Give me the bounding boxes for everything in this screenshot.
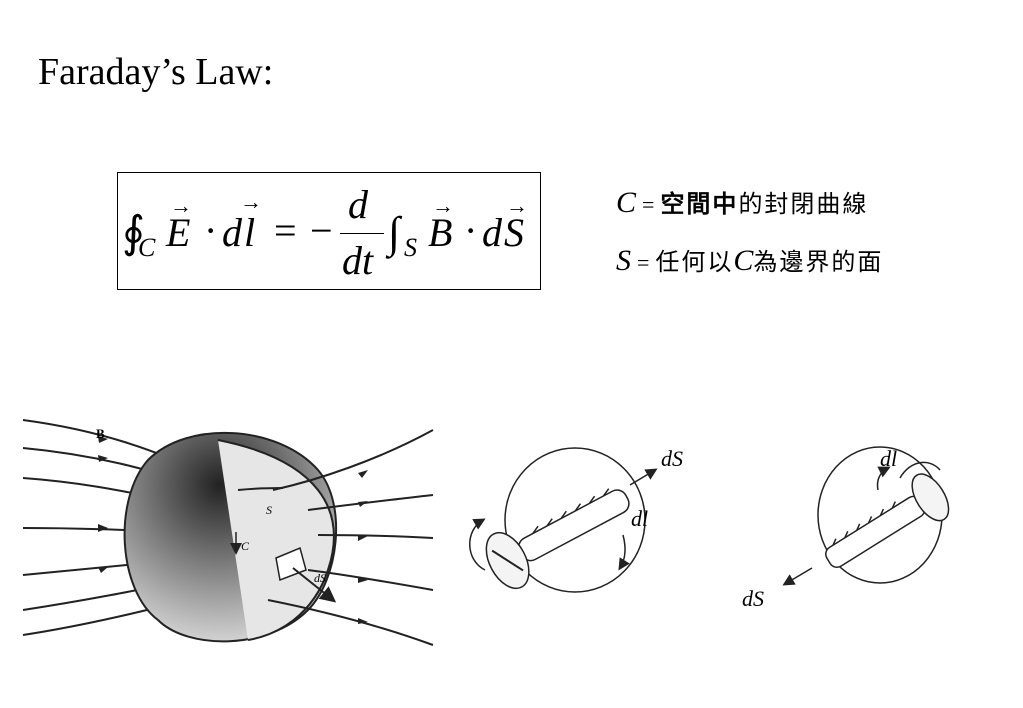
surface-in-field-figure: B S C dS xyxy=(22,419,434,646)
field-line xyxy=(307,569,434,591)
dot-operator: · xyxy=(464,208,478,253)
screw-shaft xyxy=(825,495,926,569)
ds-arrow-icon xyxy=(782,567,813,586)
vector-arrow-icon: → xyxy=(240,189,262,214)
label-C: C xyxy=(241,539,250,553)
definition-var: S xyxy=(616,244,631,277)
screw-thread xyxy=(532,488,610,534)
field-arrow-icon xyxy=(358,501,368,507)
field-line xyxy=(307,494,434,511)
field-arrow-icon xyxy=(98,436,108,443)
screw-shaft xyxy=(517,489,630,562)
normal-arrow-icon xyxy=(292,567,337,603)
ds-arrow-icon xyxy=(629,468,658,486)
field-arrow-icon xyxy=(358,470,368,478)
circulation-loop xyxy=(504,447,646,593)
label-dS: dS xyxy=(661,446,683,471)
field-arrow-icon xyxy=(98,524,108,532)
equals-sign: = xyxy=(274,208,297,253)
fraction-bar xyxy=(340,233,384,234)
surface-integral-symbol: ∫ xyxy=(388,208,401,257)
field-line xyxy=(267,599,434,646)
contour-subscript: C xyxy=(138,233,156,262)
faraday-equation-box: ∮ C E → · d l → = − d dt ∫ S B → · d S → xyxy=(117,172,541,290)
vector-B: B xyxy=(428,210,453,255)
definition-S: S=任何以C為邊界的面 xyxy=(616,242,883,278)
label-dS: dS xyxy=(314,571,326,585)
fraction-numerator: d xyxy=(348,182,368,227)
vector-arrow-icon: → xyxy=(170,193,192,218)
definition-equals: = xyxy=(637,250,650,275)
definition-equals: = xyxy=(642,192,655,217)
definition-text: 為邊界的面 xyxy=(753,248,884,276)
dl-arrow-icon xyxy=(876,466,891,491)
label-B: B xyxy=(96,426,105,441)
surface-subscript: S xyxy=(404,233,417,262)
field-arrow-icon xyxy=(358,577,368,583)
screw-thread xyxy=(832,501,896,546)
definition-text-bold: 空間中 xyxy=(660,190,739,218)
label-dS: dS xyxy=(742,586,764,611)
right-hand-screw-figure-1: dS dl xyxy=(469,446,683,593)
rotation-arrow-icon xyxy=(899,461,941,479)
label-dl: dl xyxy=(880,446,897,471)
field-line xyxy=(272,429,434,491)
definition-text: 的封閉曲線 xyxy=(738,190,869,218)
fraction-denominator: dt xyxy=(342,238,374,283)
slide-title: Faraday’s Law: xyxy=(38,51,274,93)
definition-var: C xyxy=(733,244,754,277)
vector-E: E xyxy=(166,210,191,255)
dl-arrow-icon xyxy=(618,534,630,571)
dS-d: d xyxy=(482,210,502,255)
minus-sign: − xyxy=(310,208,333,253)
field-arrow-icon xyxy=(358,535,368,541)
field-arrow-icon xyxy=(98,455,108,462)
field-line xyxy=(317,534,434,539)
label-dl: dl xyxy=(631,506,648,531)
definition-var: C xyxy=(616,186,637,219)
screw-slot xyxy=(491,549,524,572)
rotation-arrow-icon xyxy=(469,518,486,571)
vector-arrow-icon: → xyxy=(506,193,528,218)
vector-arrow-icon: → xyxy=(432,193,454,218)
definition-C: C=空間中的封閉曲線 xyxy=(616,184,868,220)
dl-l: l xyxy=(244,210,256,255)
definition-text-pre: 任何以 xyxy=(655,248,734,276)
field-line xyxy=(237,487,284,491)
dS-S: S xyxy=(504,210,524,255)
contour-integral-symbol: ∮ xyxy=(122,208,145,257)
field-arrow-icon xyxy=(98,567,108,573)
dot-operator: · xyxy=(204,208,218,253)
screw-head xyxy=(911,473,950,522)
right-hand-screw-figure-2: dl dS xyxy=(742,446,950,611)
label-S: S xyxy=(266,503,272,517)
field-arrow-icon xyxy=(358,618,368,624)
dl-d: d xyxy=(222,210,242,255)
